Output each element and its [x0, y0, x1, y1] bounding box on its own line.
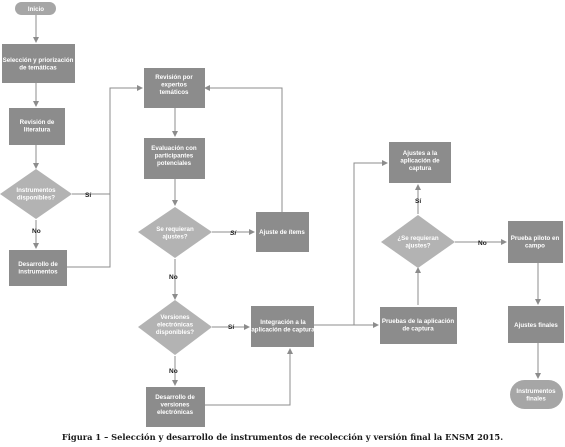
figure-caption: Figura 1 – Selección y desarrollo de ins…	[61, 432, 504, 442]
node-inicio: Inicio	[15, 2, 56, 15]
svg-text:Ajustes finales: Ajustes finales	[514, 322, 558, 329]
label-no-1: No	[32, 228, 41, 235]
label-no-3: No	[169, 368, 178, 375]
label-si-2: Sí	[230, 230, 237, 237]
label-si-3: Sí	[228, 324, 234, 331]
label-no-4: No	[478, 240, 487, 247]
label-no-2: No	[169, 274, 178, 281]
svg-text:Ajuste de ítems: Ajuste de ítems	[259, 229, 305, 236]
edge-labels: Sí No Sí No Sí No Sí No	[32, 192, 487, 375]
connectors	[33, 15, 541, 406]
label-si-4: Sí	[415, 198, 421, 205]
node-inicio-label: Inicio	[28, 6, 44, 13]
label-si-1: Sí	[85, 192, 91, 199]
node-ajustes-finales: Ajustes finales	[508, 306, 564, 343]
node-ajuste-items: Ajuste de ítems	[256, 212, 309, 252]
